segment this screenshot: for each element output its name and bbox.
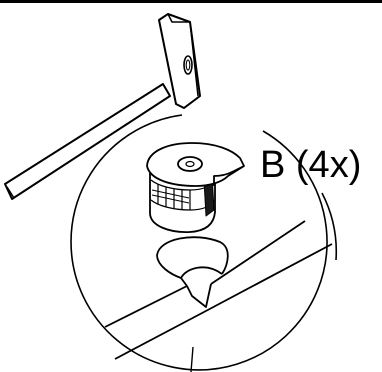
pointer-line (190, 346, 194, 372)
panel-edge (104, 220, 333, 360)
fitting-hole (177, 156, 203, 172)
drilled-hole (156, 236, 229, 287)
hammer-handle (4, 83, 171, 200)
hammer-eye (183, 55, 193, 75)
part-label: B (4x) (260, 144, 361, 186)
cam-lock-fitting-icon (146, 142, 245, 233)
detail-circle (70, 114, 338, 371)
hammer-icon (4, 13, 201, 200)
